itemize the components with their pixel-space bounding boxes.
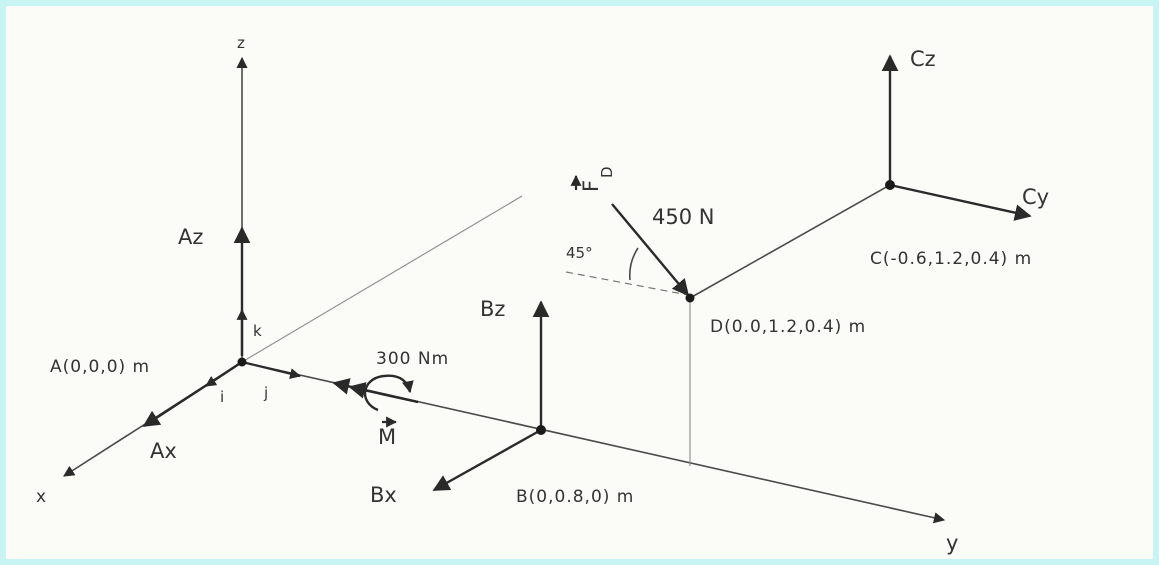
diagram-frame: z x y Az Ax Bz Bx Cz Cy F D 450 N 45° k … (6, 6, 1153, 559)
Cz-label: Cz (910, 47, 936, 71)
angle-arc (629, 247, 639, 281)
point-A-label: A(0,0,0) m (50, 357, 150, 377)
FD-symbol-subscript: D (598, 166, 616, 178)
FD-force-arrow (611, 203, 690, 297)
moment-magnitude: 300 Nm (376, 349, 449, 369)
statics-diagram: z x y Az Ax Bz Bx Cz Cy F D 450 N 45° k … (36, 34, 1049, 555)
point-C-label: C(-0.6,1.2,0.4) m (870, 249, 1032, 269)
Cy-force-arrow (889, 183, 1032, 221)
Ax-label: Ax (150, 439, 177, 463)
Bx-force-arrow (432, 428, 542, 492)
i-unit-vector (205, 361, 243, 387)
moment-symbol: M (378, 425, 396, 449)
point-A (237, 357, 247, 367)
Cy-label: Cy (1022, 185, 1049, 209)
k-label: k (253, 322, 262, 340)
j-label: j (263, 384, 268, 402)
y-axis-label: y (946, 531, 958, 555)
moment-vector-second-head (348, 382, 419, 404)
point-B-label: B(0,0.8,0) m (516, 487, 634, 507)
FD-symbol: F D (570, 166, 616, 192)
point-D-label: D(0.0,1.2,0.4) m (710, 317, 866, 337)
i-label: i (220, 388, 224, 406)
member-CD (689, 184, 891, 299)
angle-label: 45° (566, 244, 593, 262)
Az-label: Az (178, 225, 203, 249)
FD-symbol-letter: F (579, 180, 603, 192)
moment-curl-arrow (363, 374, 414, 412)
point-D (685, 293, 695, 303)
Bx-label: Bx (370, 483, 397, 507)
x-axis-label: x (36, 487, 47, 507)
point-C (885, 180, 895, 190)
point-B (536, 425, 546, 435)
dashed-reference-line (565, 271, 689, 296)
guide-line (241, 195, 523, 363)
z-axis-label: z (237, 34, 245, 52)
j-unit-vector (241, 360, 302, 380)
Bz-label: Bz (480, 297, 505, 321)
FD-magnitude: 450 N (652, 205, 714, 229)
